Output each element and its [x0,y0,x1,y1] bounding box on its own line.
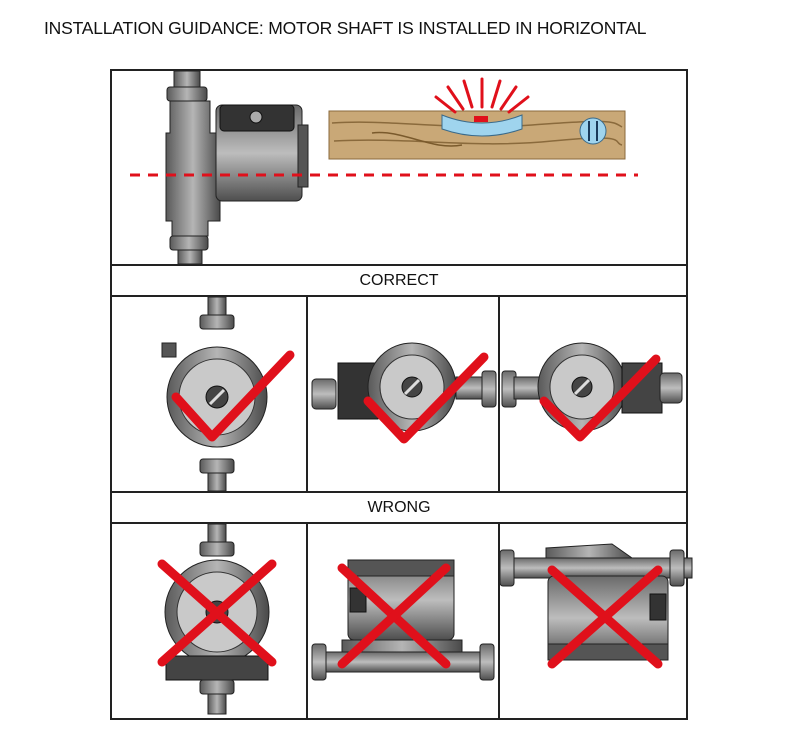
circulator-pump-icon [165,70,309,265]
wrong-cell-1 [112,524,308,718]
spirit-level-icon [328,77,626,160]
circulator-pump-icon [499,543,693,661]
wrong-label: WRONG [112,491,686,524]
cross-mark-icon [547,565,663,669]
correct-cell-2 [308,297,500,491]
cross-mark-icon [337,563,451,669]
correct-row [161,296,683,492]
circulator-pump-icon [311,342,497,432]
check-mark-icon [363,352,489,444]
circulator-pump-icon [161,296,268,492]
cross-mark-icon [157,559,277,667]
correct-cell-1 [112,297,308,491]
diagram-frame: CORRECT [110,69,693,720]
check-mark-icon [171,350,295,442]
check-mark-icon [539,354,661,442]
top-panel [130,70,638,265]
wrong-row [157,523,693,715]
wrong-cell-2 [308,524,500,718]
correct-label: CORRECT [112,264,686,297]
page-title: INSTALLATION GUIDANCE: MOTOR SHAFT IS IN… [44,18,647,38]
